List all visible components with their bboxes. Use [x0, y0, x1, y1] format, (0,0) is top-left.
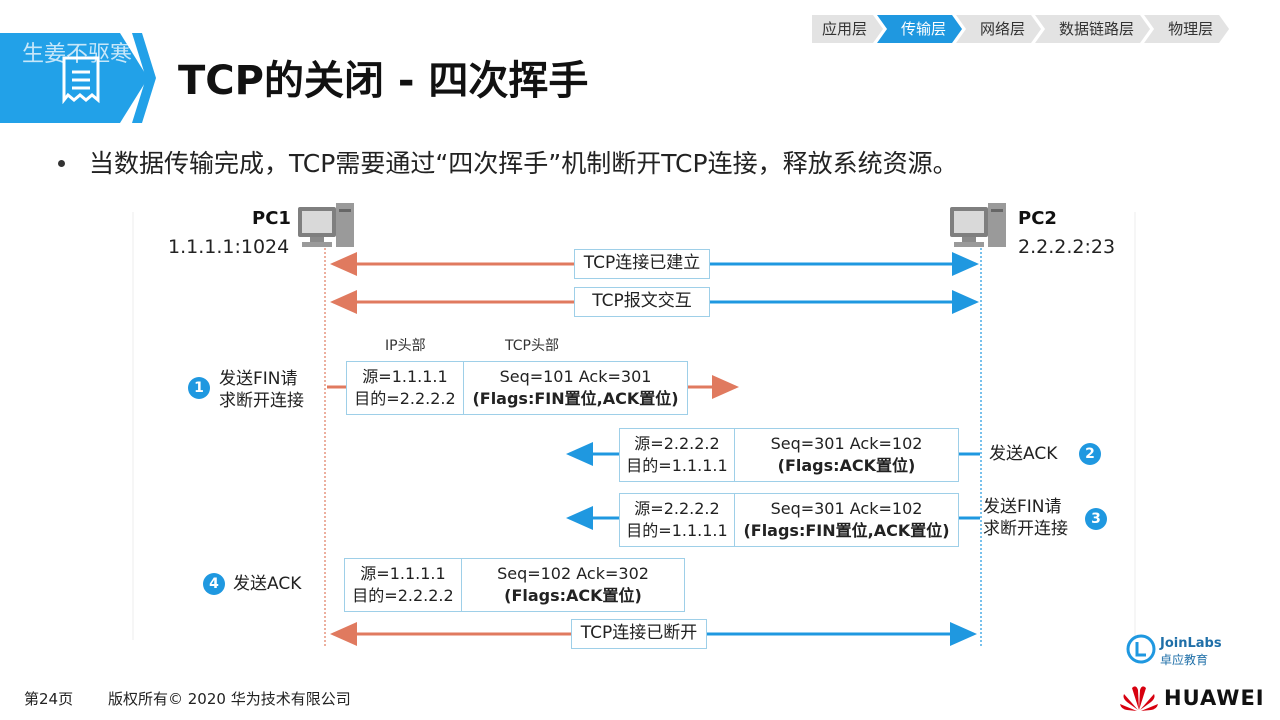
packet-src: 源=2.2.2.2: [634, 499, 720, 518]
document-icon: [62, 56, 100, 104]
step-2-label: 发送ACK: [989, 444, 1058, 464]
tcp-header-label: TCP头部: [505, 338, 559, 354]
pc2-address: 2.2.2.2:23: [1018, 236, 1116, 258]
step-1-line1: 发送FIN请: [219, 369, 298, 389]
packet-tcp-cell: Seq=101 Ack=301 (Flags:FIN置位,ACK置位): [464, 362, 687, 414]
msg-exchange: TCP报文交互: [574, 287, 710, 317]
page-title: TCP的关闭 - 四次挥手: [178, 58, 589, 104]
title-banner: [0, 33, 148, 123]
brand-name: HUAWEI: [1164, 686, 1265, 710]
step-3-badge: 3: [1085, 508, 1107, 530]
step-3-line1: 发送FIN请: [983, 497, 1062, 517]
copyright: 版权所有© 2020 华为技术有限公司: [108, 690, 351, 708]
joinlabs-logo-icon: [1126, 634, 1156, 664]
packet-flags: (Flags:FIN置位,ACK置位): [743, 521, 950, 540]
joinlabs-name: JoinLabs: [1160, 636, 1222, 651]
packet-seq: Seq=301 Ack=102: [770, 499, 923, 518]
packet-seq: Seq=101 Ack=301: [499, 367, 652, 386]
packet-dst: 目的=2.2.2.2: [352, 586, 454, 605]
bullet-content: 当数据传输完成，TCP需要通过“四次挥手”机制断开TCP连接，释放系统资源。: [89, 149, 958, 178]
packet-divider: [461, 559, 462, 611]
step-3-line2: 求断开连接: [983, 519, 1068, 539]
packet-flags: (Flags:FIN置位,ACK置位): [472, 389, 679, 408]
huawei-logo-icon: [1120, 686, 1158, 711]
step-4-badge: 4: [203, 573, 225, 595]
packet-dst: 目的=2.2.2.2: [354, 389, 456, 408]
pc1-computer-icon: [298, 203, 354, 247]
msg-closed: TCP连接已断开: [571, 619, 707, 649]
packet-tcp-cell: Seq=102 Ack=302 (Flags:ACK置位): [462, 559, 684, 611]
packet-flags: (Flags:ACK置位): [504, 586, 642, 605]
nav-item-application: 应用层: [812, 15, 883, 43]
packet-tcp-cell: Seq=301 Ack=102 (Flags:FIN置位,ACK置位): [735, 494, 958, 546]
packet-dst: 目的=1.1.1.1: [626, 456, 728, 475]
step-3-label: 发送FIN请 求断开连接: [983, 496, 1068, 540]
packet-divider: [463, 362, 464, 414]
packet-ip-cell: 源=2.2.2.2 目的=1.1.1.1: [620, 429, 734, 481]
pc1-label: PC1: [252, 208, 291, 229]
packet-ack-2: 源=2.2.2.2 目的=1.1.1.1 Seq=301 Ack=102 (Fl…: [619, 428, 959, 482]
page-number: 第24页: [24, 690, 74, 708]
packet-seq: Seq=102 Ack=302: [497, 564, 649, 583]
packet-fin-3: 源=2.2.2.2 目的=1.1.1.1 Seq=301 Ack=102 (Fl…: [619, 493, 959, 547]
nav-item-transport: 传输层: [877, 15, 962, 43]
bullet-dot: [58, 159, 65, 167]
packet-divider: [734, 494, 735, 546]
packet-fin-1: 源=1.1.1.1 目的=2.2.2.2 Seq=101 Ack=301 (Fl…: [346, 361, 688, 415]
packet-ip-cell: 源=1.1.1.1 目的=2.2.2.2: [345, 559, 461, 611]
packet-dst: 目的=1.1.1.1: [626, 521, 728, 540]
joinlabs-cn: 卓应教育: [1160, 653, 1209, 667]
packet-divider: [734, 429, 735, 481]
msg-established: TCP连接已建立: [574, 249, 710, 279]
packet-seq: Seq=301 Ack=102: [770, 434, 923, 453]
step-1-label: 发送FIN请 求断开连接: [219, 368, 304, 412]
packet-tcp-cell: Seq=301 Ack=102 (Flags:ACK置位): [735, 429, 958, 481]
packet-ip-cell: 源=1.1.1.1 目的=2.2.2.2: [347, 362, 463, 414]
packet-ip-cell: 源=2.2.2.2 目的=1.1.1.1: [620, 494, 734, 546]
packet-src: 源=1.1.1.1: [360, 564, 446, 583]
pc2-computer-icon: [950, 203, 1006, 247]
pc1-address: 1.1.1.1:1024: [168, 236, 290, 258]
nav-item-network: 网络层: [956, 15, 1041, 43]
nav-item-datalink: 数据链路层: [1035, 15, 1150, 43]
layer-nav: 应用层 传输层 网络层 数据链路层 物理层: [812, 15, 1223, 43]
step-2-badge: 2: [1079, 443, 1101, 465]
nav-item-physical: 物理层: [1144, 15, 1229, 43]
ip-header-label: IP头部: [385, 338, 426, 354]
bullet-text: 当数据传输完成，TCP需要通过“四次挥手”机制断开TCP连接，释放系统资源。: [58, 144, 958, 180]
pc2-label: PC2: [1018, 208, 1057, 229]
packet-ack-4: 源=1.1.1.1 目的=2.2.2.2 Seq=102 Ack=302 (Fl…: [344, 558, 685, 612]
packet-src: 源=1.1.1.1: [362, 367, 448, 386]
packet-flags: (Flags:ACK置位): [777, 456, 916, 475]
step-4-label: 发送ACK: [233, 574, 302, 594]
step-1-line2: 求断开连接: [219, 391, 304, 411]
packet-src: 源=2.2.2.2: [634, 434, 720, 453]
step-1-badge: 1: [188, 377, 210, 399]
watermark: 生姜不驱寒: [22, 42, 133, 67]
